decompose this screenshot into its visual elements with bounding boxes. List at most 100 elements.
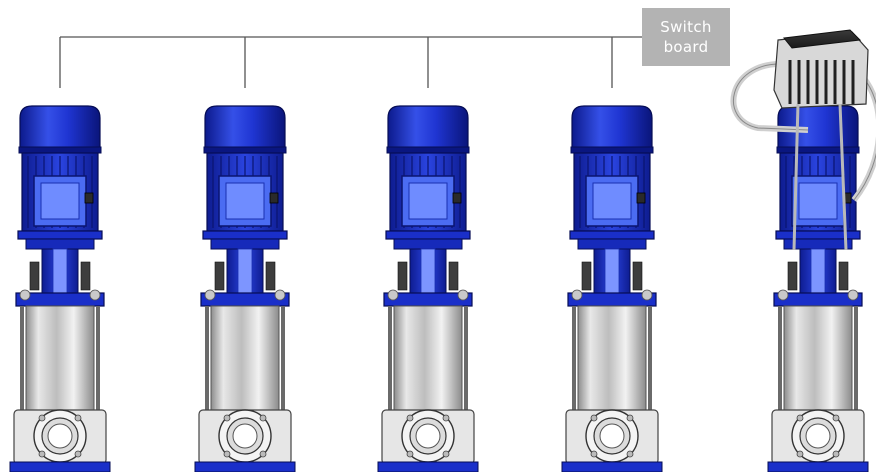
motor-flange [385, 230, 471, 240]
flange-bolt-icon [590, 414, 598, 422]
port-inner [805, 423, 831, 449]
motor-adapter [393, 238, 463, 250]
flange-bolt-icon [832, 450, 840, 458]
motor-adapter [210, 238, 280, 250]
pump-1 [9, 105, 111, 472]
pump-foot [377, 461, 479, 472]
tie-rod-left [205, 306, 209, 456]
flange-bolt-icon [74, 450, 82, 458]
pump-shaft [810, 248, 826, 294]
cable-gland-icon [636, 192, 646, 204]
pump-3 [377, 105, 479, 472]
bolt-icon [571, 289, 583, 301]
motor-cap-rim [18, 146, 102, 154]
motor-cap-rim [386, 146, 470, 154]
bolt-icon [777, 289, 789, 301]
switchboard-label: Switch board [642, 8, 730, 66]
bolt-icon [89, 289, 101, 301]
coupling-guard-left [29, 261, 40, 291]
flange-bolt-icon [259, 414, 267, 422]
motor-adapter [577, 238, 647, 250]
pump-foot [767, 461, 869, 472]
motor-fan-cover [387, 105, 469, 151]
flange-bolt-icon [626, 450, 634, 458]
motor-fan-cover [204, 105, 286, 151]
stainless-sleeve [783, 305, 853, 419]
flange-bolt-icon [223, 450, 231, 458]
pump-shaft [604, 248, 620, 294]
bolt-icon [19, 289, 31, 301]
coupling-guard-right [838, 261, 849, 291]
pump-5 [767, 105, 869, 472]
terminal-box-lid [798, 182, 838, 220]
pump-shaft [237, 248, 253, 294]
switchboard-label-line2: board [663, 38, 709, 56]
coupling-guard-left [581, 261, 592, 291]
switchboard-label-line1: Switch [660, 18, 712, 36]
tie-rod-left [778, 306, 782, 456]
pump-shaft [420, 248, 436, 294]
motor-flange [775, 230, 861, 240]
pump-foot [9, 461, 111, 472]
tie-rod-right [854, 306, 858, 456]
flange-bolt-icon [406, 414, 414, 422]
bolt-icon [274, 289, 286, 301]
tie-rod-right [96, 306, 100, 456]
port-inner [415, 423, 441, 449]
tie-rod-right [281, 306, 285, 456]
coupling-guard-left [787, 261, 798, 291]
flange-bolt-icon [38, 450, 46, 458]
coupling-guard-right [448, 261, 459, 291]
coupling-guard-left [214, 261, 225, 291]
flange-bolt-icon [832, 414, 840, 422]
drive-cable-outline [733, 63, 809, 131]
flange-bolt-icon [442, 414, 450, 422]
cable-gland-icon [452, 192, 462, 204]
flange-bolt-icon [626, 414, 634, 422]
motor-adapter [25, 238, 95, 250]
flange-bolt-icon [74, 414, 82, 422]
mounting-strap-left [792, 103, 800, 251]
bolt-icon [204, 289, 216, 301]
drive-top-cover [783, 29, 862, 49]
tie-rod-left [20, 306, 24, 456]
flange-bolt-icon [590, 450, 598, 458]
port-inner [599, 423, 625, 449]
flange-bolt-icon [223, 414, 231, 422]
motor-fan-cover [571, 105, 653, 151]
flange-bolt-icon [796, 450, 804, 458]
pump-2 [194, 105, 296, 472]
stainless-sleeve [393, 305, 463, 419]
stainless-sleeve [210, 305, 280, 419]
terminal-box-lid [40, 182, 80, 220]
motor-flange [202, 230, 288, 240]
flange-bolt-icon [406, 450, 414, 458]
switchboard-wiring [59, 36, 642, 88]
coupling-guard-left [397, 261, 408, 291]
flange-bolt-icon [259, 450, 267, 458]
pump-foot [194, 461, 296, 472]
terminal-box-lid [225, 182, 265, 220]
bolt-icon [847, 289, 859, 301]
stainless-sleeve [25, 305, 95, 419]
flange-bolt-icon [796, 414, 804, 422]
tie-rod-left [572, 306, 576, 456]
frequency-drive-unit [730, 29, 876, 251]
bolt-icon [457, 289, 469, 301]
coupling-guard-right [80, 261, 91, 291]
motor-flange [569, 230, 655, 240]
motor-cap-rim [570, 146, 654, 154]
bolt-icon [641, 289, 653, 301]
pump-foot [561, 461, 663, 472]
motor-cap-rim [203, 146, 287, 154]
mounting-strap-right [838, 103, 848, 251]
tie-rod-right [464, 306, 468, 456]
pump-shaft [52, 248, 68, 294]
pump-4 [561, 105, 663, 472]
port-inner [232, 423, 258, 449]
stainless-sleeve [577, 305, 647, 419]
tie-rod-left [388, 306, 392, 456]
coupling-guard-right [632, 261, 643, 291]
cable-gland-icon [269, 192, 279, 204]
